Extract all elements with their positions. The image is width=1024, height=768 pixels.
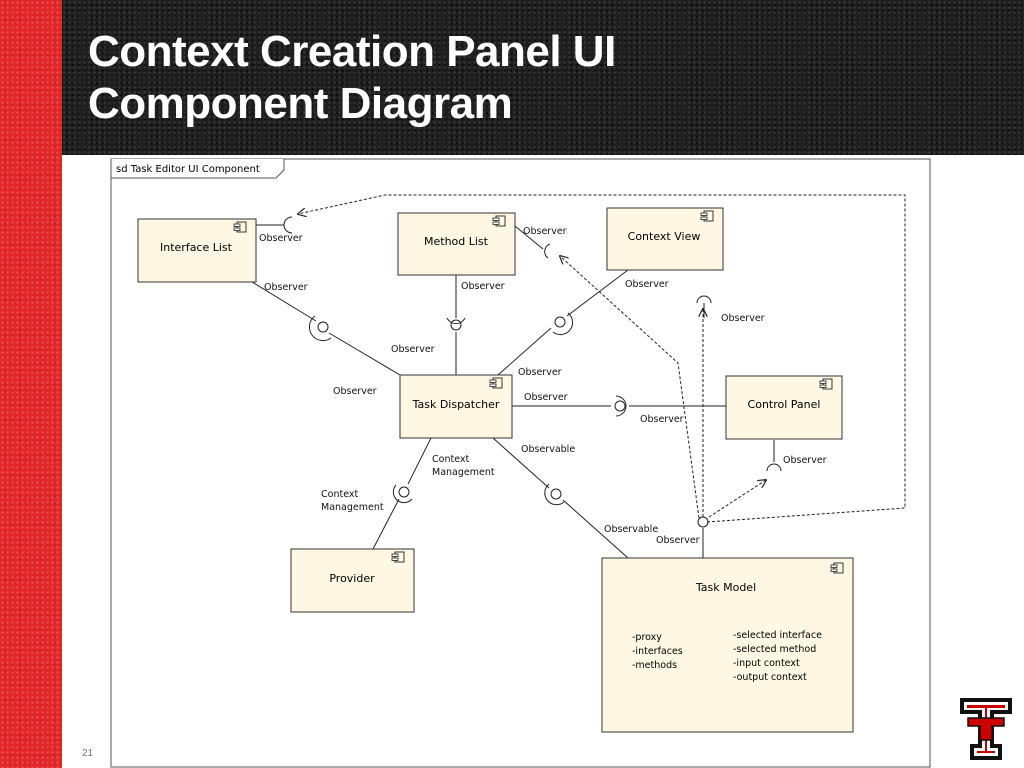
- observer-label: Observer: [783, 455, 827, 466]
- component-label: Control Panel: [748, 398, 821, 411]
- component-context-view: Context View: [606, 207, 724, 271]
- observer-label: Observer: [640, 414, 684, 425]
- context-label: Context: [321, 489, 358, 500]
- task-model-attr: -interfaces: [632, 646, 683, 657]
- interface-symbols: [283, 216, 782, 528]
- page-number: 21: [82, 748, 94, 759]
- connector-lines: [251, 224, 775, 559]
- task-model-attr: -proxy: [632, 632, 662, 643]
- observer-label: Observer: [656, 535, 700, 546]
- task-model-attr: -selected method: [733, 644, 816, 655]
- title-line-1: Context Creation Panel UI: [88, 27, 616, 76]
- connector-labels: Observer Observer Observer Observer Obse…: [259, 226, 827, 546]
- task-model-attr: -output context: [733, 672, 807, 683]
- red-side-band: [0, 0, 62, 768]
- slide-title: Context Creation Panel UI Component Diag…: [88, 26, 616, 130]
- component-interface-list: Interface List: [137, 218, 257, 283]
- observer-label: Observer: [259, 233, 303, 244]
- observer-label: Observer: [518, 367, 562, 378]
- context-label: Context: [432, 454, 469, 465]
- component-label: Interface List: [160, 241, 233, 254]
- frame-label-tab: [110, 159, 285, 179]
- management-label: Management: [321, 502, 384, 513]
- task-model-attr: -methods: [632, 660, 677, 671]
- component-task-model: Task Model -proxy -interfaces -methods -…: [601, 557, 854, 733]
- component-label: Context View: [628, 230, 701, 243]
- component-provider: Provider: [290, 548, 415, 613]
- title-line-2: Component Diagram: [88, 79, 513, 128]
- dashed-dependencies: [298, 194, 906, 523]
- observer-label: Observer: [524, 392, 568, 403]
- observer-label: Observer: [391, 344, 435, 355]
- observable-label: Observable: [521, 444, 575, 455]
- task-model-attr: -selected interface: [733, 630, 822, 641]
- component-label: Method List: [424, 235, 489, 248]
- management-label: Management: [432, 467, 495, 478]
- component-method-list: Method List: [397, 212, 516, 276]
- frame-label: sd Task Editor UI Component: [116, 164, 260, 175]
- header-banner: [62, 0, 1024, 155]
- component-diagram: sd Task Editor UI Component: [110, 158, 931, 768]
- component-label: Provider: [329, 572, 375, 585]
- component-label: Task Model: [695, 581, 756, 594]
- component-label: Task Dispatcher: [412, 398, 500, 411]
- observable-label: Observable: [604, 524, 658, 535]
- component-control-panel: Control Panel: [725, 375, 843, 440]
- observer-label: Observer: [461, 281, 505, 292]
- task-model-attr: -input context: [733, 658, 800, 669]
- double-t-logo-icon: [960, 698, 1012, 760]
- observer-label: Observer: [523, 226, 567, 237]
- observer-label: Observer: [333, 386, 377, 397]
- observer-label: Observer: [721, 313, 765, 324]
- observer-label: Observer: [625, 279, 669, 290]
- component-task-dispatcher: Task Dispatcher: [399, 374, 513, 439]
- observer-label: Observer: [264, 282, 308, 293]
